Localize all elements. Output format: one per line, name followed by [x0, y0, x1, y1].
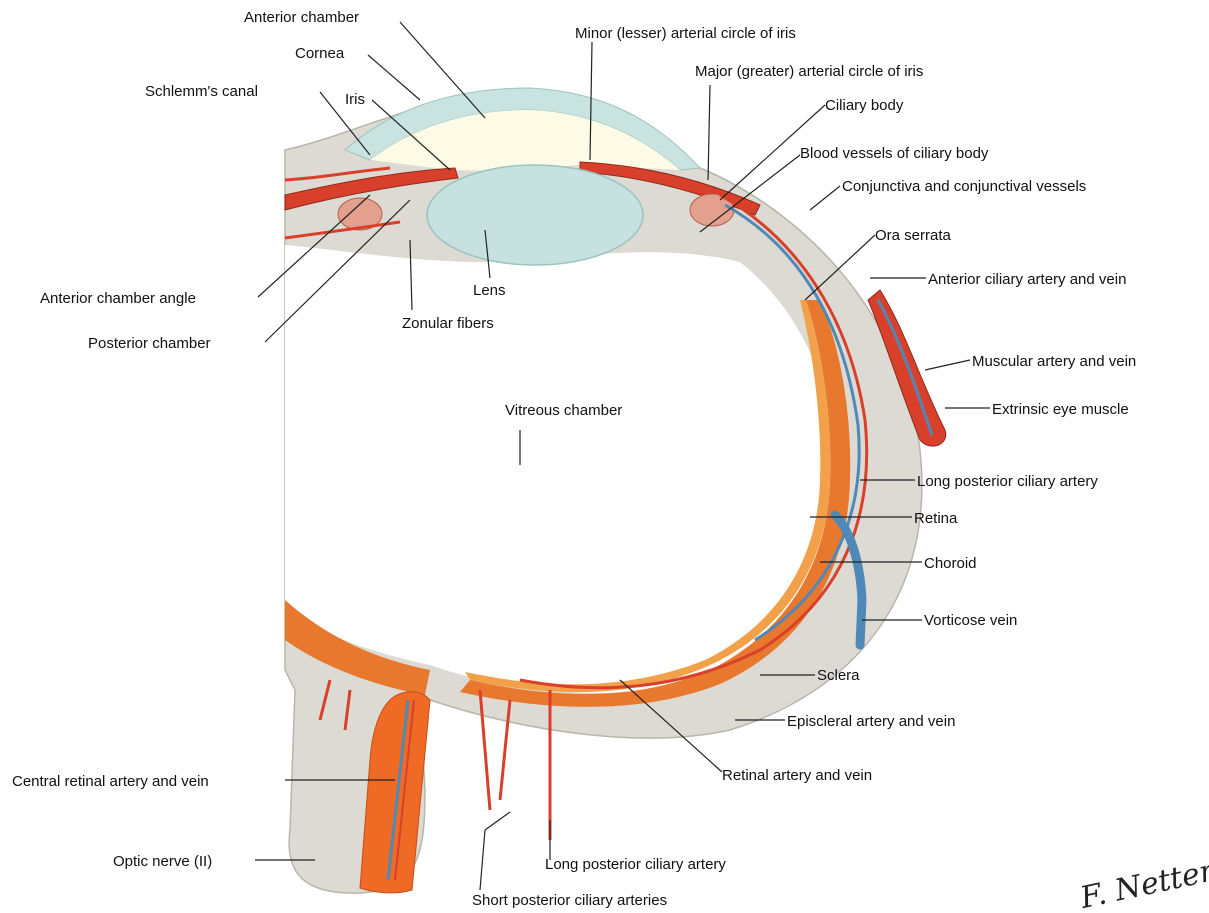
label-schlemms-canal: Schlemm's canal [145, 83, 258, 100]
label-conjunctiva: Conjunctiva and conjunctival vessels [842, 178, 1086, 195]
lens-shape [427, 165, 643, 265]
label-retinal-artery: Retinal artery and vein [722, 767, 872, 784]
label-minor-arterial-circle: Minor (lesser) arterial circle of iris [575, 25, 796, 42]
label-major-arterial-circle: Major (greater) arterial circle of iris [695, 63, 923, 80]
label-ora-serrata: Ora serrata [875, 227, 952, 244]
label-retina: Retina [914, 510, 958, 527]
label-short-posterior: Short posterior ciliary arteries [472, 892, 667, 909]
vitreous-body [285, 245, 839, 693]
label-anterior-ciliary: Anterior ciliary artery and vein [928, 271, 1126, 288]
label-iris: Iris [345, 91, 365, 108]
leader-major-circle [708, 85, 710, 180]
label-muscular-artery: Muscular artery and vein [972, 353, 1136, 370]
label-choroid: Choroid [924, 555, 977, 572]
label-long-posterior-ciliary-bottom: Long posterior ciliary artery [545, 856, 726, 873]
label-anterior-chamber: Anterior chamber [244, 9, 359, 26]
label-episcleral: Episcleral artery and vein [787, 713, 955, 730]
label-posterior-chamber: Posterior chamber [88, 335, 211, 352]
leader-cornea [368, 55, 420, 100]
label-blood-vessels-ciliary-body: Blood vessels of ciliary body [800, 145, 989, 162]
artist-signature: F. Netter [1076, 853, 1209, 913]
label-anterior-chamber-angle: Anterior chamber angle [40, 290, 196, 307]
label-zonular-fibers: Zonular fibers [402, 315, 494, 332]
label-long-posterior-ciliary-right: Long posterior ciliary artery [917, 473, 1098, 490]
label-sclera: Sclera [817, 667, 860, 684]
label-lens: Lens [473, 282, 506, 299]
label-vitreous-chamber: Vitreous chamber [505, 402, 622, 419]
label-cornea: Cornea [295, 45, 345, 62]
label-central-retinal: Central retinal artery and vein [12, 773, 209, 790]
leader-muscular [925, 360, 970, 370]
label-extrinsic-muscle: Extrinsic eye muscle [992, 401, 1129, 418]
label-vorticose-vein: Vorticose vein [924, 612, 1017, 629]
leader-conjunctiva [810, 186, 840, 210]
leader-short-posterior [480, 812, 510, 890]
label-optic-nerve: Optic nerve (II) [113, 853, 212, 870]
label-ciliary-body: Ciliary body [825, 97, 904, 114]
